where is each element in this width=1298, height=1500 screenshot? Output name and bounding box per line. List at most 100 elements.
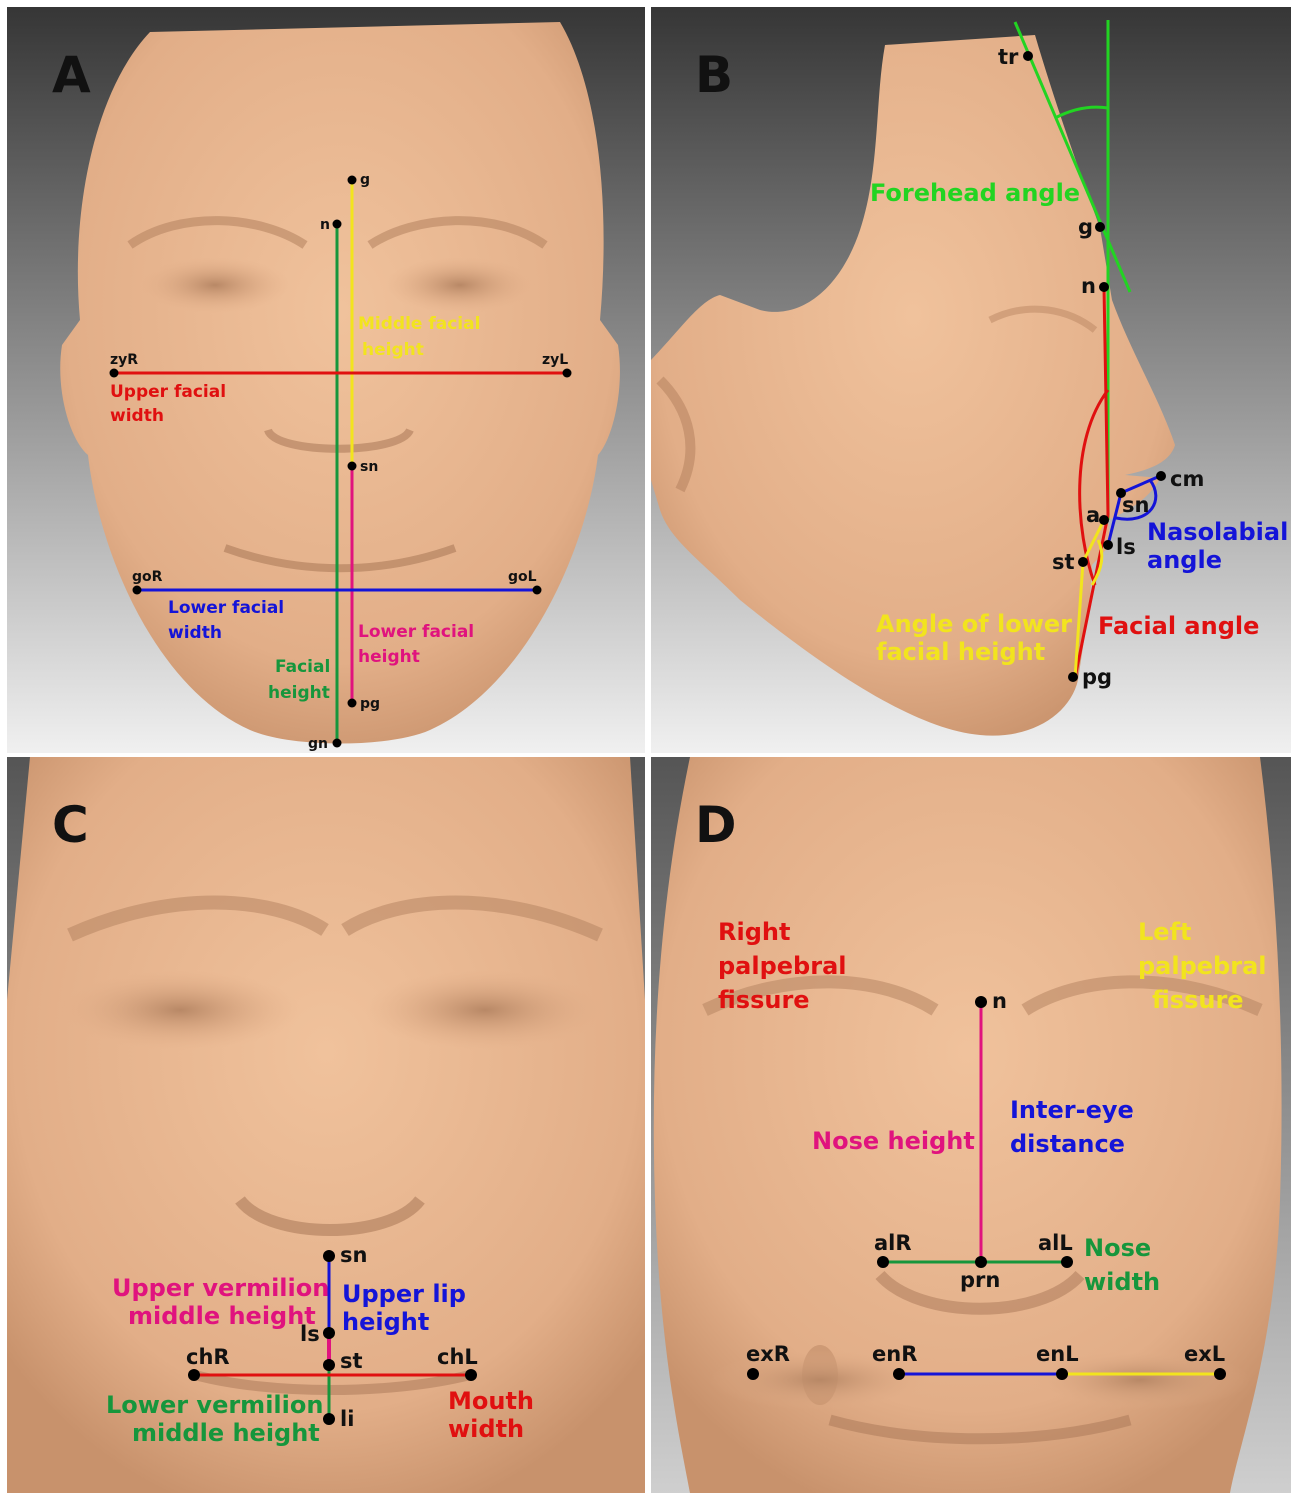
point-c-chl [465,1369,477,1381]
label-nose-width-2: width [1084,1268,1160,1296]
label-d-exr: exR [746,1342,790,1366]
label-d-exl: exL [1184,1342,1225,1366]
label-b-pg: pg [1082,665,1112,689]
label-b-st: st [1052,550,1075,574]
label-nose-height: Nose height [812,1127,975,1155]
point-b-ls [1103,540,1113,550]
point-b-pg [1068,672,1078,682]
label-mouth-width-2: width [448,1415,524,1443]
point-d-all [1061,1256,1073,1268]
horizontal-separator [0,753,1298,757]
label-b-sn: sn [1122,493,1149,517]
label-lower-facial-height-1: Lower facial [358,622,474,642]
label-upper-lip-2: height [342,1308,429,1336]
label-d-all: alL [1038,1231,1073,1255]
point-a-gol [533,586,542,595]
label-facial-height-2: height [268,683,330,703]
label-upper-vermilion-2: middle height [128,1302,316,1330]
point-a-gn [333,739,342,748]
label-a-pg: pg [360,696,380,712]
point-d-exr [747,1368,759,1380]
point-a-sn [348,462,357,471]
label-right-pf-1: Right [718,918,790,946]
point-b-g [1095,222,1105,232]
label-left-pf-2: palpebral [1138,952,1267,980]
point-b-tr [1023,51,1033,61]
label-lower-facial-height-2: height [358,647,420,667]
label-a-zyl: zyL [542,352,568,368]
label-lower-vermilion-1: Lower vermilion [106,1391,323,1419]
point-b-st [1078,557,1088,567]
label-c-chr: chR [186,1345,230,1369]
panel-d-face [654,757,1282,1493]
point-a-zyl [563,369,572,378]
point-c-sn [323,1250,335,1262]
label-b-tr: tr [998,45,1019,69]
label-d-n: n [992,989,1007,1013]
label-left-pf-1: Left [1138,918,1191,946]
label-nasolabial-angle-1: Nasolabial [1147,518,1288,546]
panel-a: A g n zyR zyL sn goR goL pg gn Middle fa… [7,7,645,753]
label-b-n: n [1081,274,1096,298]
label-d-prn: prn [960,1268,1000,1292]
label-a-zyr: zyR [110,352,138,368]
label-a-gn: gn [308,736,328,752]
label-c-chl: chL [437,1345,478,1369]
point-c-li [323,1413,335,1425]
label-right-pf-3: fissure [718,986,810,1014]
point-a-n [333,220,342,229]
label-b-ls: ls [1116,535,1136,559]
label-inter-eye-2: distance [1010,1130,1125,1158]
point-b-n [1099,282,1109,292]
label-b-a: a [1086,503,1100,527]
label-a-sn: sn [360,459,378,475]
label-c-st: st [340,1349,363,1373]
point-c-st [323,1359,335,1371]
label-left-pf-3: fissure [1152,986,1244,1014]
label-middle-facial-height-2: height [362,340,424,360]
point-d-n [975,996,987,1008]
label-b-cm: cm [1170,467,1204,491]
label-mouth-width-1: Mouth [448,1387,534,1415]
label-middle-facial-height-1: Middle facial [358,314,480,334]
point-a-gor [133,586,142,595]
label-upper-facial-width-2: width [110,406,164,426]
label-nasolabial-angle-2: angle [1147,546,1222,574]
point-d-enr [893,1368,905,1380]
point-a-g [348,176,357,185]
label-b-g: g [1078,215,1093,239]
label-c-li: li [340,1407,354,1431]
point-a-pg [348,699,357,708]
vertical-separator [645,0,651,1500]
label-nose-width-1: Nose [1084,1234,1151,1262]
label-forehead-angle: Forehead angle [870,179,1080,207]
label-angle-lower-facial-height-1: Angle of lower [876,610,1072,638]
label-facial-height-1: Facial [275,657,330,677]
label-angle-lower-facial-height-2: facial height [876,638,1045,666]
panel-c: C sn ls st chR chL li Upper vermilion mi… [7,757,645,1493]
label-d-enr: enR [872,1342,917,1366]
panel-a-letter: A [52,46,91,104]
label-d-enl: enL [1036,1342,1079,1366]
panel-d-letter: D [695,796,737,854]
label-d-alr: alR [874,1231,912,1255]
panel-b: B tr g n cm sn a ls st [651,7,1291,753]
label-lower-vermilion-2: middle height [132,1419,320,1447]
label-upper-vermilion-1: Upper vermilion [112,1274,329,1302]
label-a-n: n [320,217,330,233]
label-inter-eye-1: Inter-eye [1010,1096,1134,1124]
point-a-zyr [110,369,119,378]
label-a-g: g [360,172,370,188]
label-facial-angle: Facial angle [1098,612,1259,640]
point-d-exl [1214,1368,1226,1380]
label-upper-lip-1: Upper lip [342,1280,466,1308]
panel-b-letter: B [695,46,733,104]
label-lower-facial-width-1: Lower facial [168,598,284,618]
label-lower-facial-width-2: width [168,623,222,643]
label-a-gor: goR [132,569,163,585]
panel-c-letter: C [52,796,89,854]
label-right-pf-2: palpebral [718,952,847,980]
label-a-gol: goL [508,569,537,585]
point-d-prn [975,1256,987,1268]
